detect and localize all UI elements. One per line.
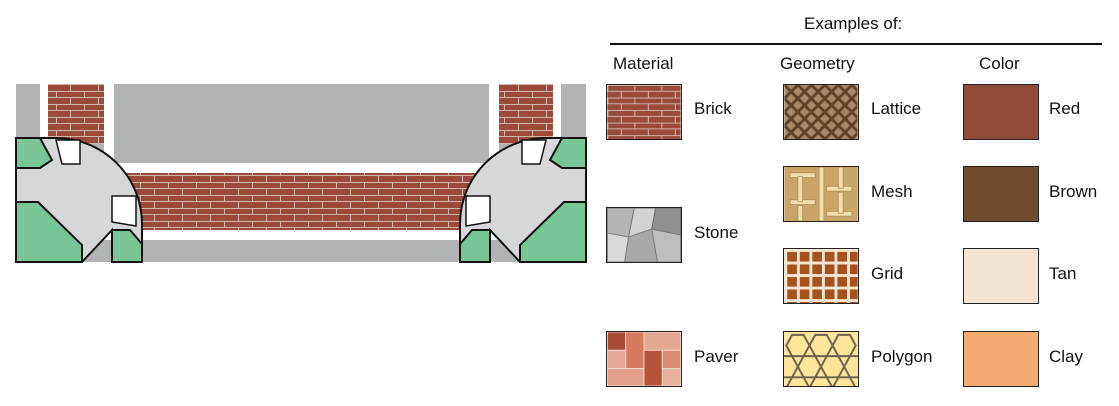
grass-corner-right-top <box>548 137 587 169</box>
grass-corner-right-bottom <box>519 201 587 263</box>
brick-crosswalk-vertical-left <box>48 84 104 144</box>
column-title-material: Material <box>613 54 674 73</box>
curb-ramp-left <box>55 139 81 165</box>
label-tan: Tan <box>1049 264 1077 283</box>
curb-line <box>489 84 499 164</box>
label-red: Red <box>1049 99 1081 118</box>
brick-crosswalk-horizontal <box>104 173 499 230</box>
label-paver: Paver <box>694 347 739 366</box>
label-brown: Brown <box>1049 182 1098 201</box>
curb-line <box>104 230 499 240</box>
curb-line <box>104 163 499 173</box>
curb-line <box>553 84 561 144</box>
paver-pattern-icon <box>606 331 682 387</box>
column-title-color: Color <box>979 54 1020 73</box>
grid-pattern-icon <box>783 248 859 304</box>
grass-corner-right-inner <box>459 229 491 263</box>
curb-ramp-right <box>465 195 491 227</box>
label-lattice: Lattice <box>871 99 922 118</box>
column-title-geometry: Geometry <box>780 54 855 73</box>
curb-ramp-left <box>111 195 137 227</box>
streetscape-plan-diagram <box>15 84 587 263</box>
brick-pattern-icon <box>606 84 682 140</box>
legend-divider <box>610 43 1102 45</box>
label-brick: Brick <box>694 99 732 118</box>
curb-ramp-right <box>521 139 547 165</box>
grass-corner-left-top <box>15 137 54 169</box>
grass-corner-left-inner <box>111 229 143 263</box>
color-swatch-red <box>963 84 1039 140</box>
polygon-pattern-icon <box>783 331 859 387</box>
curb-line <box>40 84 48 144</box>
curb-line <box>104 84 114 164</box>
grass-corner-left-bottom <box>15 201 83 263</box>
label-grid: Grid <box>871 264 904 283</box>
label-stone: Stone <box>694 223 739 242</box>
color-swatch-brown <box>963 166 1039 222</box>
legend-heading: Examples of: <box>804 14 903 33</box>
label-polygon: Polygon <box>871 347 933 366</box>
label-clay: Clay <box>1049 347 1084 366</box>
label-mesh: Mesh <box>871 182 913 201</box>
brick-crosswalk-vertical-right <box>499 84 553 144</box>
mesh-pattern-icon <box>783 166 859 222</box>
color-swatch-clay <box>963 331 1039 387</box>
color-swatch-tan <box>963 248 1039 304</box>
stone-pattern-icon <box>606 207 682 263</box>
lattice-pattern-icon <box>783 84 859 140</box>
